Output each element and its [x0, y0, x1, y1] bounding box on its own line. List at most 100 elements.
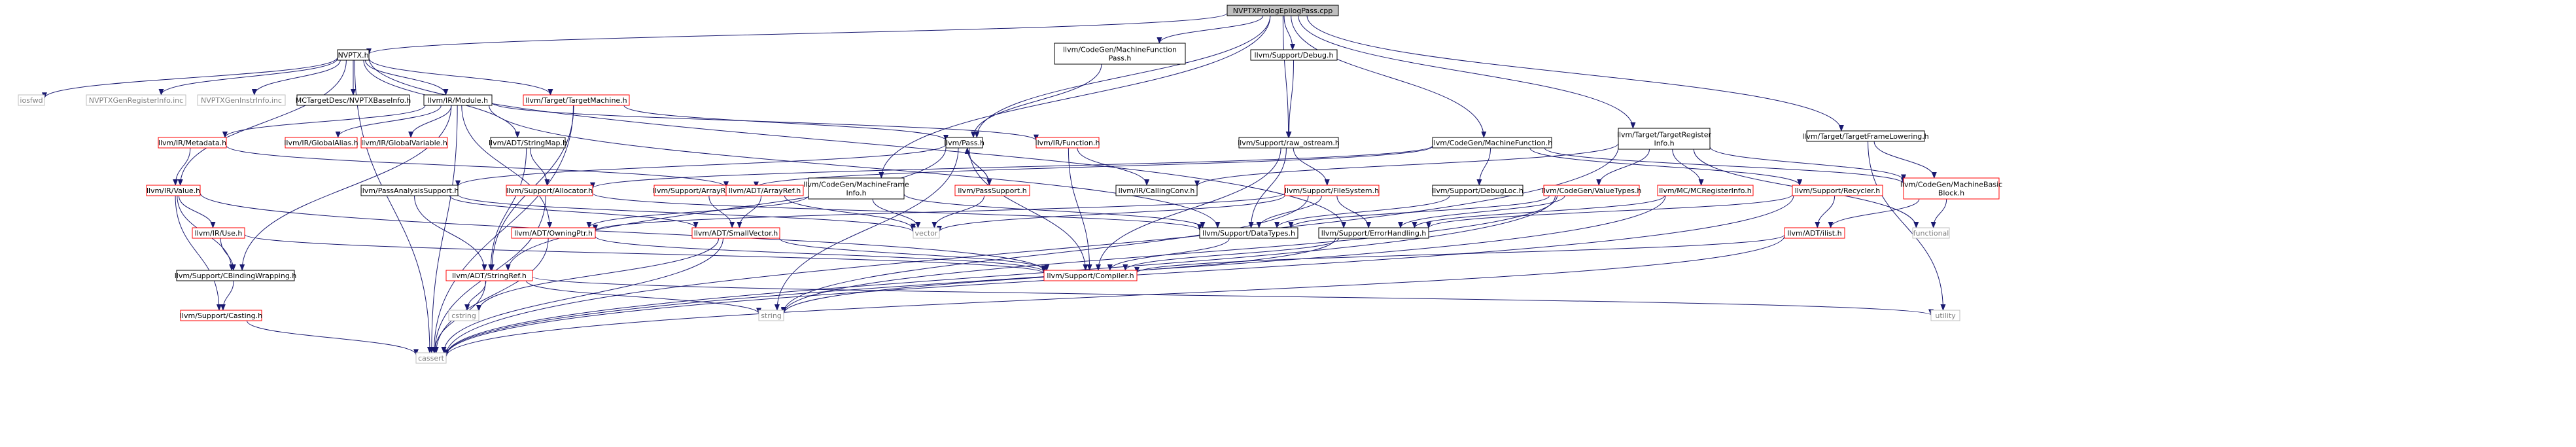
node-cgmf[interactable]: llvm/CodeGen/MachineFunction.h: [1432, 137, 1553, 149]
edge-root-to-cgmf: [1291, 15, 1487, 138]
edge-recyc-to-ilist: [1815, 195, 1836, 228]
node-box: [758, 310, 784, 321]
node-regi[interactable]: NVPTXGenRegisterInfo.inc: [86, 94, 186, 106]
node-cstring[interactable]: cstring: [448, 310, 479, 321]
node-ilist[interactable]: llvm/ADT/ilist.h: [1784, 227, 1845, 239]
edge-cbind-to-casting: [220, 280, 234, 311]
edge-fsys-to-errh: [1336, 195, 1372, 228]
node-box: [146, 185, 201, 196]
node-label: llvm/MC/MCRegisterInfo.h: [1659, 187, 1752, 195]
edge-nvptx-to-module: [365, 60, 449, 96]
node-label: llvm/CodeGen/MachineFunction.h: [1432, 139, 1553, 147]
node-box: [197, 94, 286, 106]
node-iruse[interactable]: llvm/IR/Use.h: [192, 227, 245, 239]
edge-ttri-to-callconv: [1194, 143, 1619, 187]
edge-debug-to-rawos: [1286, 60, 1295, 138]
edge-cgvt-to-string: [781, 195, 1558, 315]
node-root[interactable]: NVPTXPrologEpilogPass.cpp: [1227, 5, 1339, 16]
node-mcri[interactable]: llvm/MC/MCRegisterInfo.h: [1657, 185, 1754, 196]
node-alloc[interactable]: llvm/Support/Allocator.h: [506, 185, 593, 196]
node-utility[interactable]: utility: [1930, 310, 1960, 321]
node-label: llvm/Pass.h: [944, 139, 984, 147]
edge-arec-to-smallvec: [708, 195, 735, 228]
node-dtypes[interactable]: llvm/Support/DataTypes.h: [1199, 227, 1298, 239]
edge-smallvec-to-cassert: [441, 238, 723, 353]
node-galias[interactable]: llvm/IR/GlobalAlias.h: [284, 137, 358, 149]
node-iosfwd[interactable]: iosfwd: [18, 94, 45, 106]
edge-tfl-to-cgmbb: [1873, 141, 1937, 179]
node-box: [1543, 185, 1640, 196]
node-debug[interactable]: llvm/Support/Debug.h: [1250, 49, 1338, 61]
node-string[interactable]: string: [758, 310, 784, 321]
edge-passsup-to-vector: [931, 195, 985, 228]
edge-sref-to-string: [526, 280, 761, 315]
edge-module-to-cassert: [428, 105, 458, 353]
node-sref[interactable]: llvm/ADT/StringRef.h: [445, 270, 533, 281]
edge-nvptx-to-regi: [158, 58, 338, 96]
edge-passsup-to-pass: [964, 147, 990, 186]
node-pass[interactable]: llvm/Pass.h: [944, 137, 984, 149]
node-box: [18, 94, 45, 106]
edge-nvptx-to-value: [177, 60, 347, 186]
node-label: llvm/Target/TargetRegister: [1617, 131, 1712, 139]
node-value[interactable]: llvm/IR/Value.h: [146, 185, 201, 196]
node-box: [1930, 310, 1960, 321]
node-box: [1784, 227, 1845, 239]
edge-value-to-iruse: [178, 195, 216, 228]
node-compiler[interactable]: llvm/Support/Compiler.h: [1043, 270, 1138, 281]
node-errh[interactable]: llvm/Support/ErrorHandling.h: [1318, 227, 1429, 239]
node-label: llvm/IR/Value.h: [147, 187, 200, 195]
node-vector[interactable]: vector: [913, 227, 940, 239]
node-meta[interactable]: llvm/IR/Metadata.h: [158, 137, 227, 149]
node-box: [808, 177, 905, 200]
node-casting[interactable]: llvm/Support/Casting.h: [180, 310, 262, 321]
node-pas[interactable]: llvm/PassAnalysisSupport.h: [360, 185, 459, 196]
node-passsup[interactable]: llvm/PassSupport.h: [954, 185, 1030, 196]
edge-strmap-to-alloc: [530, 147, 550, 186]
node-owning[interactable]: llvm/ADT/OwningPtr.h: [511, 227, 596, 239]
node-box: [1912, 227, 1950, 239]
node-strmap[interactable]: llvm/ADT/StringMap.h: [489, 137, 567, 149]
node-dloc[interactable]: llvm/Support/DebugLoc.h: [1432, 185, 1523, 196]
node-func[interactable]: llvm/IR/Function.h: [1036, 137, 1100, 149]
node-module[interactable]: llvm/IR/Module.h: [423, 94, 493, 106]
edge-cgmbb-to-functional: [1930, 198, 1947, 228]
node-tm[interactable]: llvm/Target/TargetMachine.h: [523, 94, 630, 106]
node-label: llvm/IR/Metadata.h: [158, 139, 226, 147]
node-label: Block.h: [1938, 189, 1964, 198]
node-gvar[interactable]: llvm/IR/GlobalVariable.h: [360, 137, 448, 149]
edge-module-to-func: [491, 102, 1039, 141]
node-box: [296, 94, 410, 106]
node-smallvec[interactable]: llvm/ADT/SmallVector.h: [691, 227, 780, 239]
edge-pas-to-sref: [414, 195, 487, 271]
edge-tm-to-cassert: [431, 105, 574, 353]
node-tfl[interactable]: llvm/Target/TargetFrameLowering.h: [1802, 130, 1929, 142]
node-aref[interactable]: llvm/ADT/ArrayRef.h: [725, 185, 804, 196]
node-rawos[interactable]: llvm/Support/raw_ostream.h: [1238, 137, 1340, 149]
node-recyc[interactable]: llvm/Support/Recycler.h: [1792, 185, 1883, 196]
node-label: llvm/CodeGen/ValueTypes.h: [1542, 187, 1642, 195]
edge-sref-to-cstring: [464, 280, 487, 311]
edge-module-to-galias: [335, 105, 442, 138]
node-cbind[interactable]: llvm/Support/CBindingWrapping.h: [175, 270, 297, 281]
edge-rawos-to-fsys: [1293, 147, 1330, 186]
edge-ttri-to-cgmbb: [1709, 146, 1906, 181]
node-nvptx[interactable]: NVPTX.h: [337, 49, 370, 61]
edge-root-to-tfl: [1306, 15, 1844, 132]
node-callconv[interactable]: llvm/IR/CallingConv.h: [1115, 185, 1198, 196]
node-cgvt[interactable]: llvm/CodeGen/ValueTypes.h: [1542, 185, 1642, 196]
node-instr[interactable]: NVPTXGenInstrInfo.inc: [197, 94, 286, 106]
edge-pass-to-pas: [455, 144, 947, 187]
node-functional[interactable]: functional: [1912, 227, 1950, 239]
node-label: llvm/ADT/SmallVector.h: [694, 229, 778, 238]
node-box: [1054, 43, 1186, 65]
node-cassert[interactable]: cassert: [415, 352, 447, 364]
edge-fsys-to-owning: [593, 192, 1285, 232]
node-mct[interactable]: MCTargetDesc/NVPTXBaseInfo.h: [296, 94, 411, 106]
node-fsys[interactable]: llvm/Support/FileSystem.h: [1284, 185, 1380, 196]
node-box: [1043, 270, 1138, 281]
